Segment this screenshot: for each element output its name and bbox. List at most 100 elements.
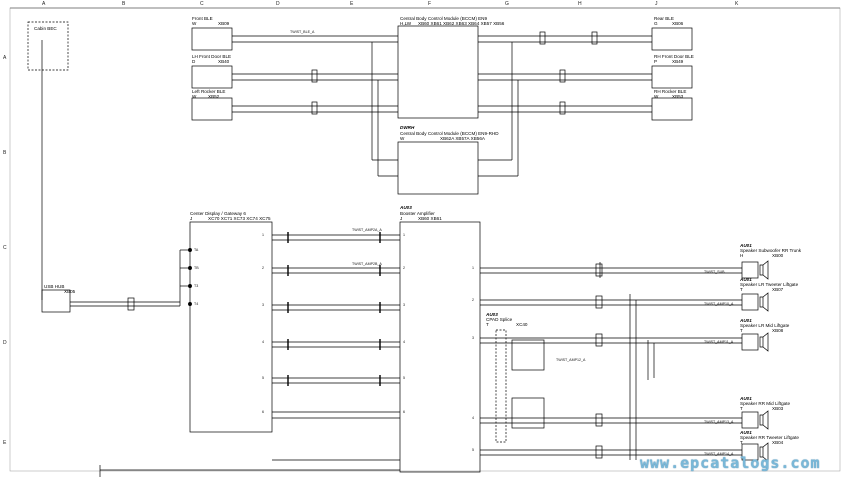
bccm-code: H,LW: [400, 21, 412, 26]
pin-number: TA: [194, 248, 199, 252]
usb-hub-name: USB HUB: [44, 284, 65, 289]
row-label: D: [3, 340, 7, 346]
column-label: B: [122, 1, 126, 7]
speaker-name: Speaker LR Mid Liftgate: [740, 323, 790, 328]
speaker-code: H: [740, 253, 744, 258]
pin-number: 2: [262, 266, 264, 270]
splice-conn: XC40: [516, 322, 528, 327]
pin-number: TB: [194, 266, 199, 270]
front-ble-conn: XB09: [218, 21, 230, 26]
pin-number: 5: [472, 448, 474, 452]
booster-name: Booster Amplifier: [400, 211, 435, 216]
wire-label: TWIST_BLE_A: [290, 30, 315, 34]
column-label: F: [428, 1, 432, 7]
pin-number: 1: [262, 233, 264, 237]
speaker-conn: XB03: [772, 406, 784, 411]
front-ble-code: W: [192, 21, 197, 26]
center-display-conns: XC70 XC71 XC73 XC74 XC75: [208, 216, 271, 221]
speaker-tag: AU01: [740, 277, 752, 282]
rh-front-door-ble-name: RH Front Door BLE: [654, 54, 694, 59]
lh-front-door-ble-code: D: [192, 59, 196, 64]
bccm-rh-conns: XB62A XB57A XB56A: [440, 136, 485, 141]
pin-number: 3: [472, 336, 474, 340]
pin-number: 1: [472, 266, 474, 270]
bccm-rh-code: W: [400, 136, 405, 141]
booster-tag: AU03: [400, 205, 412, 210]
pin-number: 6: [403, 410, 405, 414]
pin-number: 3: [262, 303, 264, 307]
bccm-name: Central Body Control Module (BCCM) EN9: [400, 16, 488, 21]
left-rocker-ble-conn: XB52: [208, 94, 220, 99]
pin-number: 2: [472, 298, 474, 302]
speaker-code: T: [740, 440, 743, 445]
left-rocker-ble-name: Left Rocker BLE: [192, 89, 226, 94]
splice-name: CPAD Splice: [486, 317, 513, 322]
wire-label: TWIST_AMP13_A: [704, 420, 734, 424]
bccm-rh-name: Central Body Control Module (BCCM) EN9-R…: [400, 131, 499, 136]
row-label: C: [3, 245, 7, 251]
pin-number: 4: [262, 340, 264, 344]
column-label: C: [200, 1, 204, 7]
speaker-name: Speaker LR Tweeter Liftgate: [740, 282, 799, 287]
rh-rocker-ble-name: RH Rocker BLE: [654, 89, 687, 94]
speaker-tag: AU01: [740, 396, 752, 401]
speaker-tag: AU01: [740, 318, 752, 323]
rh-rocker-ble-code: W: [654, 94, 659, 99]
wire-label: TWIST_AMP12_A: [556, 358, 586, 362]
pin-number: 4: [472, 416, 474, 420]
column-label: D: [276, 1, 280, 7]
wire-label: TWIST_SUB: [704, 270, 725, 274]
speaker-code: T: [740, 406, 743, 411]
splice-code: T: [486, 322, 489, 327]
pin-number: T4: [194, 302, 199, 306]
column-label: E: [350, 1, 354, 7]
watermark: www.epcatalogs.com: [640, 454, 821, 472]
speaker-conn: XB07: [772, 287, 784, 292]
usb-hub-conn: XB05: [64, 289, 76, 294]
pin-number: 3: [403, 303, 405, 307]
wire-label: TWIST_AMP2B_A: [352, 262, 382, 266]
pin-number: 4: [403, 340, 405, 344]
left-rocker-ble-code: W: [192, 94, 197, 99]
lh-front-door-ble-conn: XB40: [218, 59, 230, 64]
row-label: A: [3, 55, 7, 61]
rear-ble-conn: XB06: [672, 21, 684, 26]
pin-number: 5: [403, 376, 405, 380]
pin-number: 2: [403, 266, 405, 270]
booster-code: J: [400, 216, 403, 221]
bccm-rh-tag: DWRH: [400, 125, 415, 130]
front-ble-name: Front BLE: [192, 16, 213, 21]
center-display-name: Center Display / Gateway 6: [190, 211, 246, 216]
pin-number: T3: [194, 284, 199, 288]
bccm-conns: XB60 XB61 XB62 XB63 XB64 XB57 XB56: [418, 21, 505, 26]
cabin-bec-label: Cabin BEC: [34, 26, 57, 31]
rh-front-door-ble-code: P: [654, 59, 658, 64]
center-display-code: J: [190, 216, 193, 221]
speaker-name: Speaker Subwoofer RR Trunk: [740, 248, 802, 253]
rear-ble-name: Rear BLE: [654, 16, 674, 21]
speaker-tag: AU01: [740, 430, 752, 435]
pin-number: 5: [262, 376, 264, 380]
column-label: A: [42, 1, 46, 7]
column-label: G: [505, 1, 509, 7]
rh-rocker-ble-conn: XB53: [672, 94, 684, 99]
wire-label: TWIST_AMP2A_A: [352, 228, 382, 232]
booster-conns: XB60 XB61: [418, 216, 442, 221]
speaker-conn: XB04: [772, 440, 784, 445]
speaker-conn: XB08: [772, 328, 784, 333]
speaker-name: Speaker RR Mid Liftgate: [740, 401, 791, 406]
column-label: K: [735, 1, 739, 7]
speaker-code: T: [740, 328, 743, 333]
speaker-code: T: [740, 287, 743, 292]
wire-label: TWIST_AMP10_A: [704, 302, 734, 306]
splice-tag: AU03: [486, 312, 498, 317]
lh-front-door-ble-name: LH Front Door BLE: [192, 54, 232, 59]
wire-label: TWIST_AMP11_A: [704, 340, 734, 344]
rh-front-door-ble-conn: XB49: [672, 59, 684, 64]
row-label: B: [3, 150, 7, 156]
wire-label: TWIST_AMP14_A: [704, 452, 734, 456]
pin-number: 6: [262, 410, 264, 414]
row-label: E: [3, 440, 7, 446]
